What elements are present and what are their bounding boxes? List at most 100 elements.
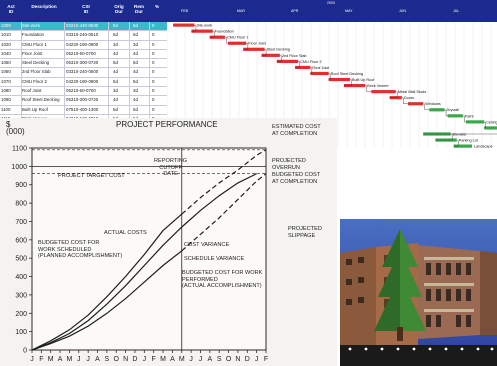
gantt-bar — [453, 144, 472, 148]
table-cell: 5d — [133, 60, 138, 66]
gantt-bar — [343, 84, 366, 88]
gantt-bar-label: Drywall — [447, 108, 460, 112]
gantt-link — [191, 25, 197, 32]
y-tick-label: 400 — [15, 274, 27, 281]
bcwp-label: BUDGETED COST FOR WORK PERFORMED (ACTUAL… — [182, 270, 263, 290]
gantt-bar — [191, 29, 213, 33]
gantt-bar — [228, 41, 247, 45]
series-line — [181, 149, 267, 215]
gantt-bar — [465, 120, 485, 124]
x-tick-label: O — [226, 356, 232, 363]
gantt-bar-label: Built Up Roof — [352, 78, 375, 82]
y-tick-label: 100 — [15, 329, 27, 336]
gantt-month: JUN — [399, 9, 406, 13]
table-cell: 5d — [133, 23, 138, 28]
y-tick-label: 1100 — [12, 146, 27, 153]
x-tick-label: F — [152, 356, 156, 363]
x-tick-label: D — [132, 356, 137, 363]
col-rem-dur[interactable]: Rem Dur — [134, 4, 144, 15]
gantt-bar — [429, 108, 445, 112]
table-cell: 0 — [152, 88, 155, 94]
y-tick-label: 200 — [15, 311, 27, 318]
gantt-link — [310, 67, 313, 74]
x-tick-label: S — [217, 356, 222, 363]
slippage-label: PROJECTED SLIPPAGE — [288, 226, 322, 239]
col-percent[interactable]: % — [154, 4, 160, 9]
x-tick-label: J — [77, 356, 81, 363]
gantt-bar-label: Foundation — [215, 30, 234, 34]
gantt-bar — [276, 59, 299, 63]
x-tick-label: O — [114, 356, 120, 363]
gantt-bar-label: Ceiling Finishes — [486, 120, 497, 124]
gantt-link — [484, 121, 486, 129]
x-tick-label: J — [199, 356, 203, 363]
x-tick-label: N — [235, 356, 240, 363]
table-cell: 1080 — [1, 88, 11, 94]
gantt-bar — [295, 65, 311, 70]
gantt-bar-label: Parking Lot — [459, 138, 479, 142]
table-cell: Roof Joist — [22, 88, 42, 94]
x-tick-label: J — [189, 356, 193, 363]
col-orig-dur[interactable]: Orig Dur — [114, 4, 124, 15]
gantt-link — [444, 109, 448, 117]
x-tick-label: N — [123, 356, 128, 363]
gantt-bar — [328, 77, 350, 82]
cutoff-date-label: REPORTING CUTOFF DATE — [154, 158, 188, 178]
table-cell: Steel Decking — [22, 60, 50, 66]
table-cell: 4d — [133, 97, 138, 103]
col-csi-id[interactable]: CSI ID — [82, 4, 90, 15]
gantt-month: FEB — [181, 9, 188, 13]
gantt-bar-label: Windows — [425, 102, 441, 106]
gantt-bar — [243, 47, 265, 51]
col-act-id[interactable]: Act ID — [7, 4, 15, 15]
x-tick-label: A — [208, 356, 213, 363]
x-tick-label: J — [30, 356, 34, 363]
gantt-month: JUL — [453, 9, 460, 13]
table-cell: 1070 — [1, 78, 11, 84]
gantt-bar-label: Doors — [404, 96, 414, 100]
col-description[interactable]: Description — [31, 4, 57, 9]
gantt-bar-label: 2nd Floor Slab — [282, 54, 307, 58]
table-cell: Built Up Roof — [22, 106, 48, 112]
table-cell: 4d — [133, 69, 138, 75]
table-cell: 5d — [113, 60, 118, 66]
table-cell: 0 — [152, 41, 155, 47]
gantt-bar — [310, 71, 329, 76]
x-tick-label: A — [58, 356, 63, 363]
y-tick-label: 300 — [15, 292, 27, 299]
table-cell: 1050 — [1, 60, 11, 66]
gantt-bar — [484, 126, 497, 130]
gantt-link — [276, 55, 282, 62]
y-tick-label: 900 — [15, 182, 27, 189]
table-cell: 4d — [113, 97, 118, 103]
table-cell: 04220-190-0900 — [66, 78, 99, 84]
bcws-label: BUDGETED COST FOR WORK SCHEDULED (PLANNE… — [38, 240, 123, 260]
x-tick-label: M — [48, 356, 54, 363]
table-cell: 1040 — [1, 50, 11, 56]
table-cell: Roof Steel Decking — [22, 97, 60, 103]
gantt-bar — [371, 90, 396, 94]
gantt-month: MAY — [345, 9, 353, 13]
table-cell: 1100 — [1, 106, 11, 112]
gantt-link — [423, 133, 497, 135]
table-cell: 0 — [152, 78, 155, 84]
table-cell: 1000 — [1, 23, 11, 28]
gantt-link — [453, 140, 459, 147]
gantt-bar-label: Site work — [196, 24, 212, 28]
series-line — [31, 173, 257, 351]
gantt-link — [209, 31, 215, 38]
table-cell: 03310-240-0500 — [66, 69, 99, 75]
series-line — [31, 213, 183, 351]
actual-costs-label: ACTUAL COSTS — [104, 230, 147, 236]
